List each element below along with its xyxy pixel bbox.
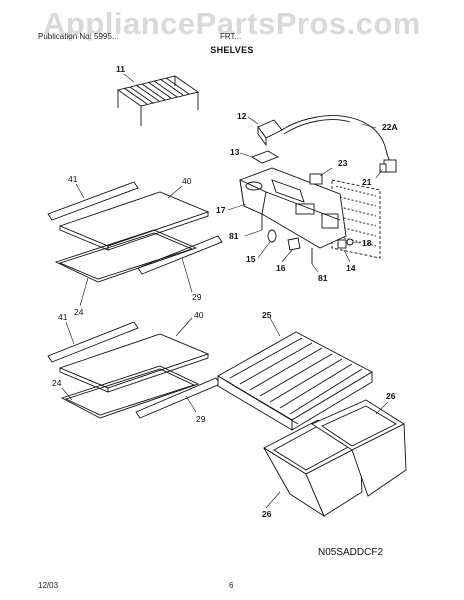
callout-41-lower: 41 [58, 312, 68, 322]
lower-shelf-set [47, 317, 221, 419]
callout-40-upper: 40 [182, 176, 192, 186]
callout-25: 25 [262, 310, 272, 320]
fan-control-assembly [227, 115, 397, 273]
callout-16: 16 [276, 263, 286, 273]
callout-40-lower: 40 [194, 310, 204, 320]
publication-number: Publication No: 5995... [38, 32, 119, 41]
callout-22a: 22A [382, 122, 398, 132]
callout-29-upper: 29 [192, 292, 202, 302]
wire-rack-part-11 [116, 73, 200, 126]
callout-23: 23 [338, 158, 348, 168]
callout-26-right: 26 [386, 391, 396, 401]
watermark-text: AppliancePartsPros.com [43, 6, 421, 41]
callout-41-upper: 41 [68, 174, 78, 184]
callout-18: 18 [362, 238, 372, 248]
crisper-drawers-part-26 [263, 399, 407, 518]
callout-24-lower: 24 [52, 378, 62, 388]
callout-13: 13 [230, 147, 240, 157]
upper-shelf-set [47, 181, 223, 307]
callout-15: 15 [246, 254, 256, 264]
callout-14: 14 [346, 263, 356, 273]
diagram-code: N05SADDCF2 [318, 547, 384, 558]
section-title: SHELVES [210, 45, 254, 55]
callout-81-left: 81 [229, 231, 239, 241]
callout-81-right: 81 [318, 273, 328, 283]
callout-11: 11 [116, 64, 125, 74]
model-number: FRT... [220, 32, 242, 41]
footer-date: 12/03 [38, 581, 59, 590]
callout-29-lower: 29 [196, 414, 206, 424]
callout-24-upper: 24 [74, 307, 84, 317]
crisper-cover-part-25 [217, 317, 373, 431]
callout-26-left: 26 [262, 509, 272, 519]
callout-12: 12 [237, 111, 247, 121]
page-number: 6 [229, 581, 234, 590]
callout-17: 17 [216, 205, 226, 215]
callout-21: 21 [362, 177, 372, 187]
